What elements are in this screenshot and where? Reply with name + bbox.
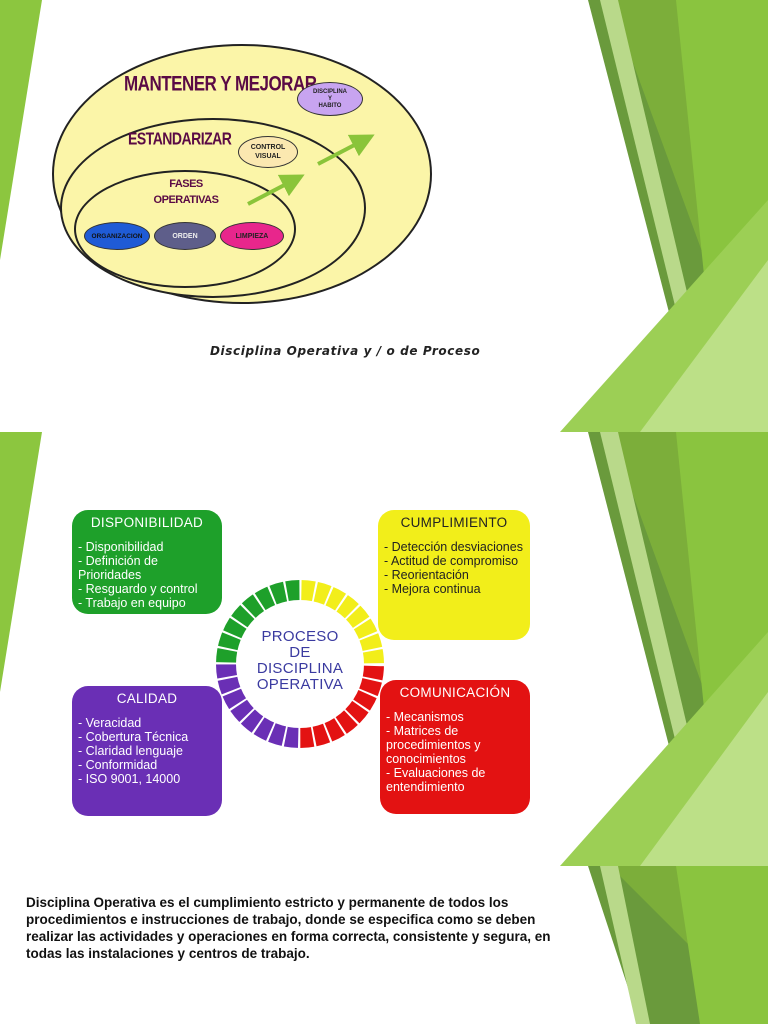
box-cumplimiento-item: - Detección desviaciones xyxy=(384,540,523,554)
slide-1-caption: Disciplina Operativa y / o de Proceso xyxy=(210,344,481,358)
box-calidad-item: - Claridad lenguaje xyxy=(78,744,183,758)
pill-discipline-habit: DISCIPLINA Y HABITO xyxy=(297,82,363,116)
box-calidad-title: CALIDAD xyxy=(116,691,178,706)
box-disponibilidad-item: - Disponibilidad xyxy=(78,540,164,554)
pill-cleaning: LIMPIEZA xyxy=(220,222,284,250)
arrow-up-1 xyxy=(247,174,305,206)
slide-2-decoration xyxy=(0,432,768,866)
box-cumplimiento-item: - Reorientación xyxy=(384,568,469,582)
box-comunicacion-title: COMUNICACIÓN xyxy=(399,685,511,700)
heading-standardize: ESTANDARIZAR xyxy=(128,128,232,148)
box-disponibilidad-item: - Definición de Prioridades xyxy=(78,554,158,582)
definition-paragraph: Disciplina Operativa es el cumplimiento … xyxy=(26,895,551,961)
heading-maintain-improve: MANTENER Y MEJORAR xyxy=(124,71,317,96)
pill-organization: ORGANIZACION xyxy=(84,222,150,250)
process-center-label: PROCESO DE DISCIPLINA OPERATIVA xyxy=(256,628,344,693)
slide-3: Disciplina Operativa es el cumplimiento … xyxy=(0,866,768,1024)
box-comunicacion: COMUNICACIÓN - Mecanismos - Matrices de … xyxy=(380,680,530,814)
pill-order: ORDEN xyxy=(154,222,216,250)
box-disponibilidad-item: - Trabajo en equipo xyxy=(78,596,186,610)
slide-2: PROCESO DE DISCIPLINA OPERATIVA DISPONIB… xyxy=(0,432,768,866)
slide-1-arrows xyxy=(247,134,375,206)
slide-1: MANTENER Y MEJORAR ESTANDARIZAR FASES OP… xyxy=(0,0,768,432)
slide-1-decoration xyxy=(0,0,768,432)
box-comunicacion-item: - Evaluaciones de entendimiento xyxy=(386,766,486,794)
pill-visual-control: CONTROL VISUAL xyxy=(238,136,298,168)
arrow-up-2 xyxy=(317,134,375,166)
box-calidad-item: - Conformidad xyxy=(78,758,158,772)
box-comunicacion-item: - Matrices de procedimientos y conocimie… xyxy=(386,724,481,766)
box-calidad-item: - Cobertura Técnica xyxy=(78,730,189,744)
box-cumplimiento-item: - Mejora continua xyxy=(384,582,481,596)
box-calidad-item: - Veracidad xyxy=(78,716,142,730)
box-comunicacion-item: - Mecanismos xyxy=(386,710,464,724)
box-disponibilidad: DISPONIBILIDAD - Disponibilidad - Defini… xyxy=(72,510,222,614)
heading-operative-phases: FASES OPERATIVAS xyxy=(153,178,219,206)
box-cumplimiento-title: CUMPLIMIENTO xyxy=(400,515,508,530)
box-cumplimiento-item: - Actitud de compromiso xyxy=(384,554,519,568)
box-disponibilidad-title: DISPONIBILIDAD xyxy=(90,515,204,530)
process-cycle-ring xyxy=(215,579,385,749)
box-calidad-item: - ISO 9001, 14000 xyxy=(78,772,181,786)
slide-3-decoration xyxy=(588,866,768,1024)
box-disponibilidad-item: - Resguardo y control xyxy=(78,582,198,596)
box-cumplimiento: CUMPLIMIENTO - Detección desviaciones - … xyxy=(378,510,530,640)
box-calidad: CALIDAD - Veracidad - Cobertura Técnica … xyxy=(72,686,222,816)
